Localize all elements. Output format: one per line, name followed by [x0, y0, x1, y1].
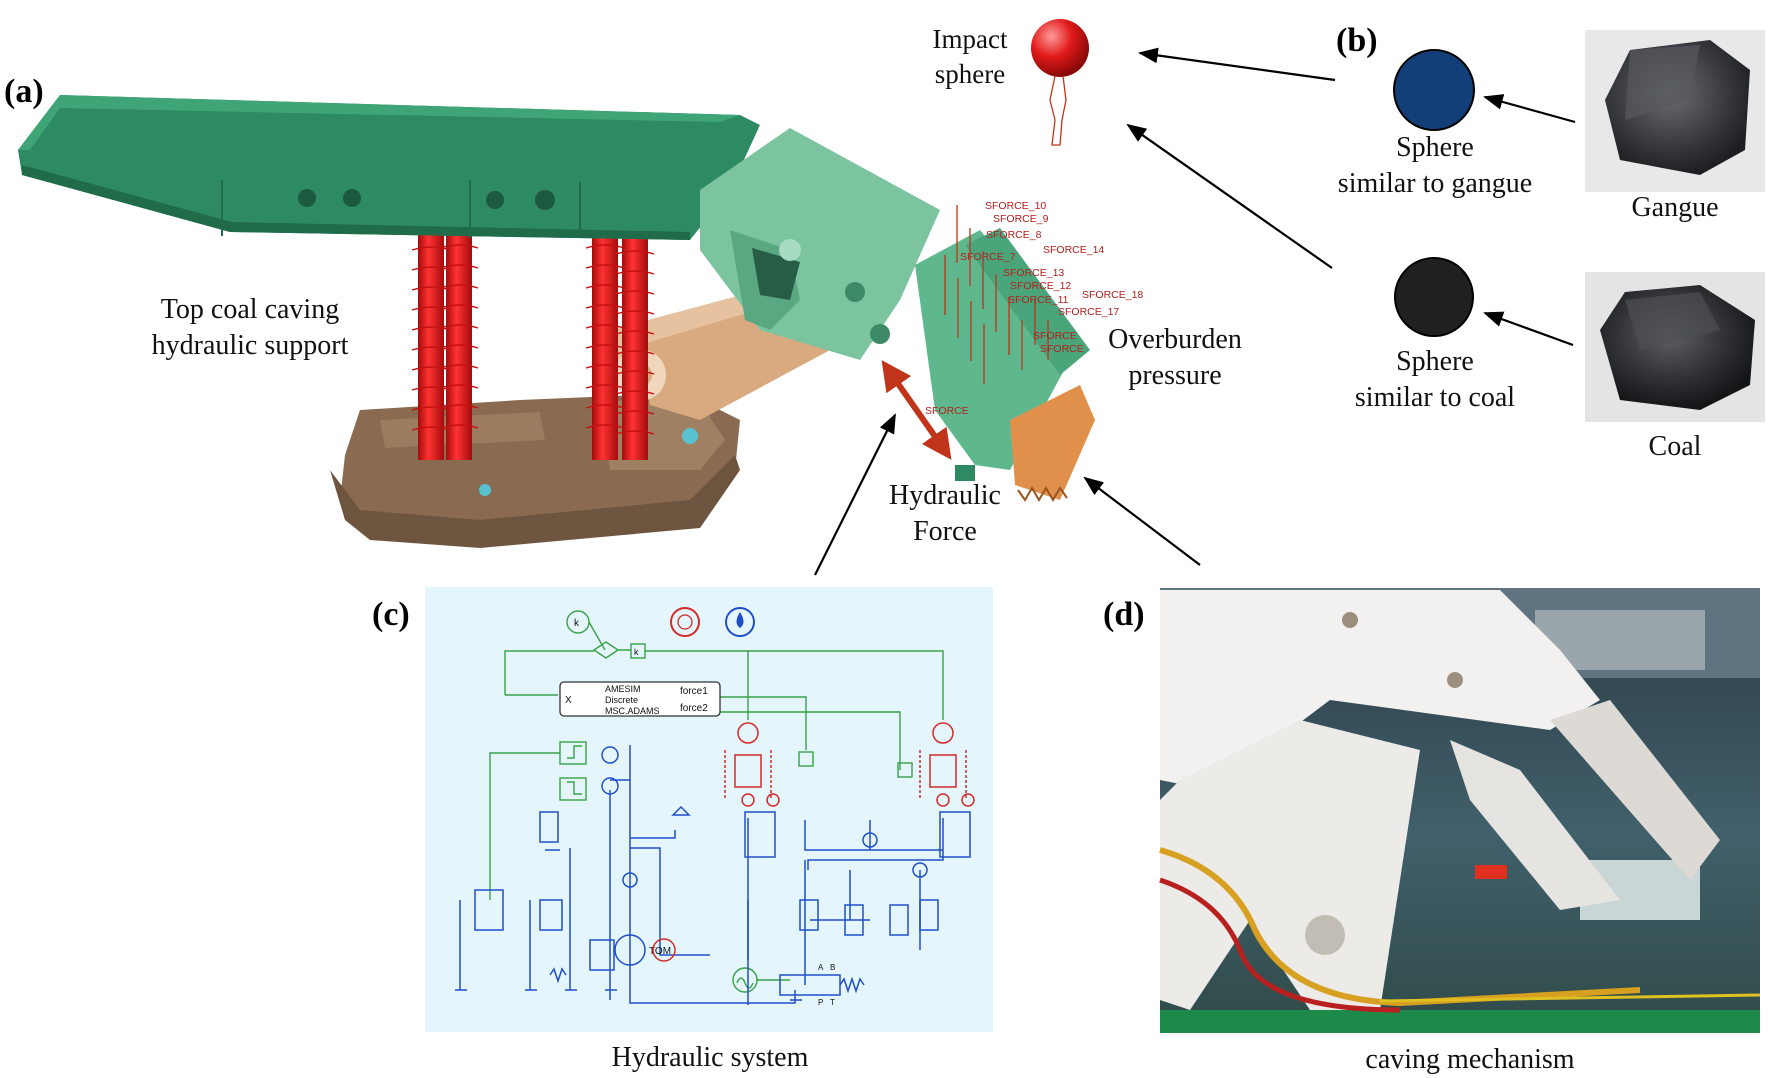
valve-port-t: T	[830, 998, 835, 1007]
sforce-label: SFORCE_14	[1043, 244, 1104, 256]
sforce-label: SFORCE_8	[986, 229, 1042, 241]
coal-sphere	[1394, 257, 1474, 337]
overburden-label: Overburden pressure	[1090, 322, 1260, 394]
panel-label-d: (d)	[1103, 596, 1145, 633]
support-canopy	[18, 95, 760, 240]
hydraulic-system-caption: Hydraulic system	[611, 1042, 809, 1073]
cosim-line-3: MSC.ADAMS	[605, 706, 660, 716]
valve-port-b: B	[830, 963, 835, 972]
annotation-arrows	[814, 47, 1576, 576]
sforce-label: SFORCE_12	[1010, 280, 1071, 292]
support-base	[330, 395, 740, 548]
panel-label-c: (c)	[372, 596, 410, 633]
panel-label-a: (a)	[4, 73, 44, 110]
caving-mechanism-photo	[1159, 588, 1761, 1033]
sphere-gangue-label: Sphere similar to gangue	[1310, 130, 1560, 202]
coal-photo	[1585, 272, 1765, 422]
sphere-coal-label-line1: Sphere	[1396, 346, 1474, 377]
cosim-line-2: Discrete	[605, 695, 638, 705]
hydraulic-support-model: SFORCE	[18, 95, 1095, 548]
cosim-input: X	[565, 695, 572, 706]
sforce-label: SFORCE_18	[1082, 289, 1143, 301]
impact-sphere-label-line1: Impact	[932, 24, 1008, 54]
overburden-force-vectors	[944, 205, 1049, 384]
overburden-label-line2: pressure	[1128, 359, 1222, 391]
gain-symbol-2: k	[634, 647, 639, 657]
sphere-coal-label-line2: similar to coal	[1354, 381, 1516, 413]
support-label-line1: Top coal caving	[160, 294, 340, 325]
overburden-label-line1: Overburden	[1108, 324, 1242, 355]
gangue-label: Gangue	[1631, 192, 1719, 223]
motor-label: TOM	[649, 946, 671, 957]
support-label: Top coal caving hydraulic support	[120, 292, 380, 364]
sforce-label: SFORCE_17	[1058, 306, 1119, 318]
caving-mechanism-caption: caving mechanism	[1365, 1044, 1575, 1075]
impact-sphere	[1031, 19, 1089, 146]
sphere-gangue-label-line1: Sphere	[1396, 132, 1474, 163]
sforce-label: SFORCE_9	[993, 213, 1049, 225]
panel-label-b: (b)	[1336, 22, 1378, 59]
hydraulic-force-label-line1: Hydraulic	[889, 480, 1001, 511]
coal-label: Coal	[1648, 431, 1702, 462]
cosim-output-2: force2	[680, 703, 708, 714]
gangue-sphere	[1393, 49, 1475, 131]
support-tail-beam	[915, 228, 1095, 502]
hydraulic-force-arrow	[881, 360, 952, 460]
valve-port-p: P	[818, 998, 823, 1007]
sforce-label-hydraulic: SFORCE	[925, 405, 969, 417]
sforce-label: SFORCE_7	[960, 251, 1016, 263]
gain-symbol: k	[574, 618, 580, 629]
sphere-coal-label: Sphere similar to coal	[1310, 344, 1560, 416]
sforce-label: SFORCE_11	[1008, 294, 1069, 306]
impact-sphere-label-line2: sphere	[934, 58, 1006, 89]
support-label-line2: hydraulic support	[151, 329, 349, 361]
impact-sphere-label: Impact sphere	[905, 22, 1035, 91]
sforce-labels: SFORCE_10 SFORCE_9 SFORCE_8 SFORCE_14 SF…	[960, 200, 1143, 355]
hydraulic-force-label: Hydraulic Force	[870, 478, 1020, 550]
support-shield	[700, 128, 940, 360]
cosim-line-1: AMESIM	[605, 684, 641, 694]
sforce-label: SFORCE	[1033, 330, 1077, 342]
valve-port-a: A	[818, 963, 824, 972]
cosim-output-1: force1	[680, 686, 708, 697]
hydraulic-force-label-line2: Force	[913, 515, 977, 547]
sphere-gangue-label-line2: similar to gangue	[1337, 167, 1533, 199]
gangue-photo	[1585, 30, 1765, 192]
sforce-label: SFORCE	[1040, 343, 1084, 355]
sforce-label: SFORCE_13	[1003, 267, 1064, 279]
hydraulic-circuit: AMESIM Discrete MSC.ADAMS X force1 force…	[425, 587, 993, 1032]
sforce-label: SFORCE_10	[985, 200, 1046, 212]
support-legs	[411, 232, 655, 460]
